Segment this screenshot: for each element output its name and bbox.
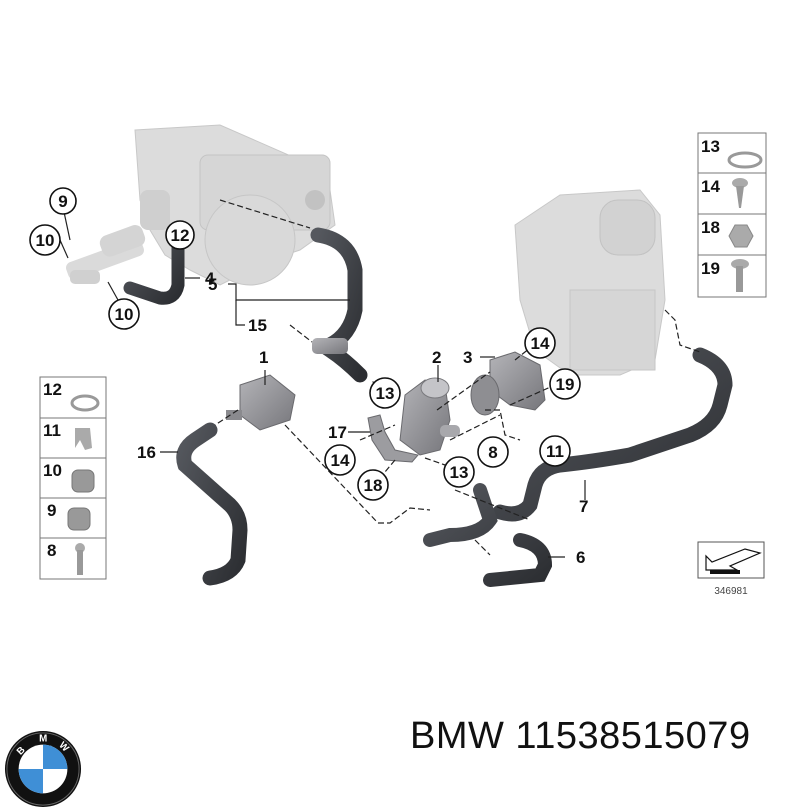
legend-num-19: 19 xyxy=(701,259,720,278)
diagram-id: 346981 xyxy=(714,586,748,597)
direction-indicator: 346981 xyxy=(697,541,765,597)
svg-text:14: 14 xyxy=(531,334,550,353)
callout-10-top: 10 xyxy=(29,224,61,256)
legend-num-14: 14 xyxy=(701,177,720,196)
legend-num-12: 12 xyxy=(43,380,62,399)
egr-cooler-housing xyxy=(134,124,336,286)
callout-8: 8 xyxy=(477,436,509,468)
svg-text:M: M xyxy=(39,734,47,745)
svg-text:11: 11 xyxy=(546,442,564,461)
bolt-8-icon xyxy=(75,543,85,575)
clip-clamp-icon xyxy=(70,394,100,412)
legend-num-13: 13 xyxy=(701,137,720,156)
svg-text:10: 10 xyxy=(115,305,134,324)
legend-right: 13 14 18 19 xyxy=(697,132,767,298)
legend-num-8: 8 xyxy=(47,541,56,560)
callout-2: 2 xyxy=(432,348,441,367)
svg-text:18: 18 xyxy=(364,476,383,495)
hose-16 xyxy=(176,422,248,586)
callout-11: 11 xyxy=(539,435,571,467)
callout-12: 12 xyxy=(165,220,195,250)
hose-4 xyxy=(123,228,185,305)
connector-10-icon xyxy=(71,469,95,493)
callout-18: 18 xyxy=(357,469,389,501)
legend-num-9: 9 xyxy=(47,501,56,520)
callout-17: 17 xyxy=(328,423,347,442)
bolt-icon xyxy=(731,259,749,292)
callout-19: 19 xyxy=(549,368,581,400)
hose-6 xyxy=(423,483,553,587)
svg-text:10: 10 xyxy=(36,231,55,250)
component-1-valve xyxy=(226,374,296,431)
component-3-flange xyxy=(470,351,546,416)
callout-4: 4 xyxy=(205,269,215,288)
callout-7: 7 xyxy=(579,497,588,516)
hose-5 xyxy=(310,227,368,383)
callout-16: 16 xyxy=(137,443,156,462)
callout-6: 6 xyxy=(576,548,585,567)
callout-13-bottom: 13 xyxy=(443,456,475,488)
hose-clamp-icon xyxy=(727,151,763,169)
svg-text:12: 12 xyxy=(171,226,190,245)
screw-icon xyxy=(732,178,748,208)
hose-7 xyxy=(492,347,733,522)
svg-text:13: 13 xyxy=(450,463,469,482)
hex-nut-icon xyxy=(728,224,754,248)
heater-housing xyxy=(514,189,666,376)
callout-9: 9 xyxy=(49,187,77,215)
callout-14-left: 14 xyxy=(324,444,356,476)
legend-left: 12 11 10 9 8 xyxy=(39,376,107,580)
svg-text:14: 14 xyxy=(331,451,350,470)
svg-text:8: 8 xyxy=(488,443,497,462)
bmw-logo: B M W xyxy=(4,730,82,808)
holder-clip-icon xyxy=(75,428,92,450)
component-2-pump xyxy=(399,377,460,456)
callout-15: 15 xyxy=(248,316,267,335)
bracket-17 xyxy=(367,414,419,463)
connector-assembly-left xyxy=(66,225,146,284)
legend-num-11: 11 xyxy=(43,421,61,440)
callout-3: 3 xyxy=(463,348,472,367)
leader-lines xyxy=(59,199,701,558)
svg-text:13: 13 xyxy=(376,384,395,403)
t-connector xyxy=(312,338,348,354)
legend-num-18: 18 xyxy=(701,218,720,237)
callout-13-top: 13 xyxy=(369,377,401,409)
svg-text:9: 9 xyxy=(58,192,67,211)
legend-num-10: 10 xyxy=(43,461,62,480)
arrow-icon xyxy=(705,548,762,571)
callout-14-right: 14 xyxy=(524,327,556,359)
callout-5: 5 xyxy=(208,275,217,294)
callout-10-bottom: 10 xyxy=(108,298,140,330)
connector-9-icon xyxy=(67,507,91,531)
callout-1: 1 xyxy=(259,348,268,367)
part-number-label: BMW 11538515079 xyxy=(410,715,751,757)
svg-text:19: 19 xyxy=(556,375,575,394)
